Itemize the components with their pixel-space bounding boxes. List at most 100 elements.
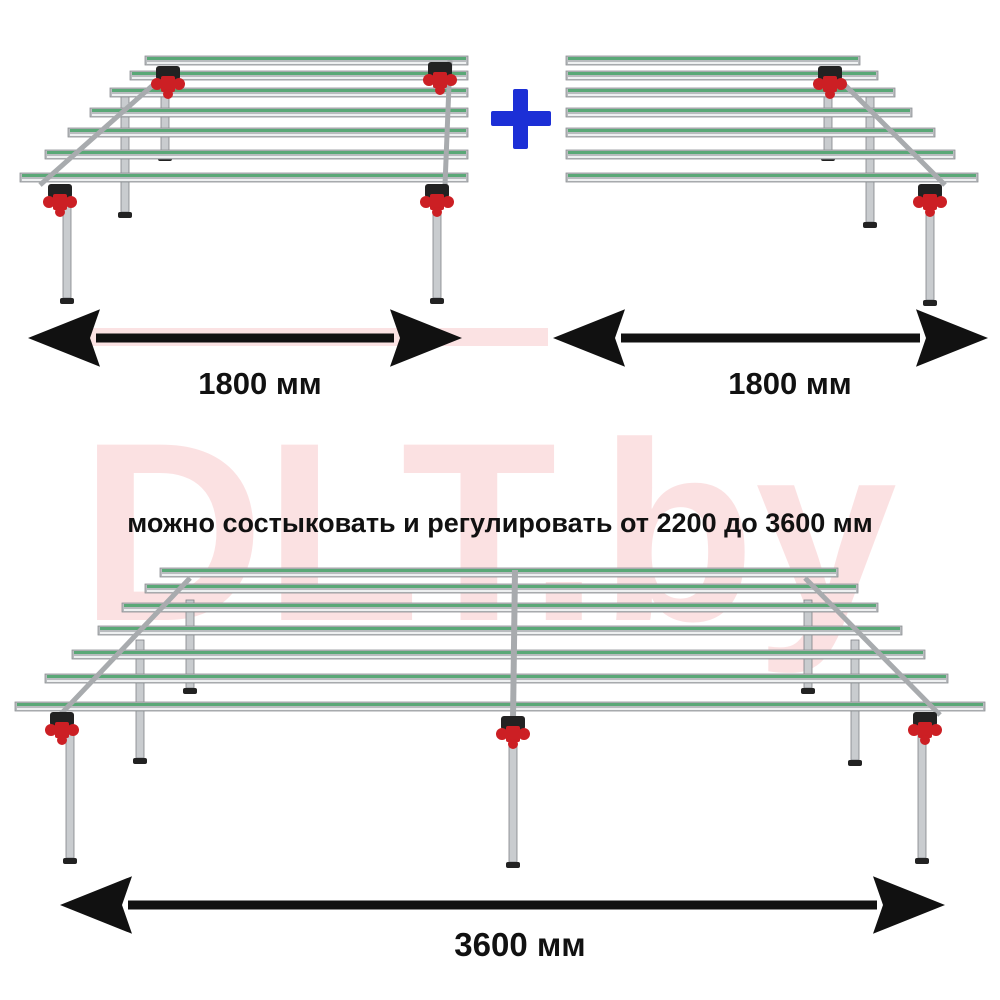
rail-highlight [568, 114, 910, 116]
rail-strip [132, 72, 466, 75]
rail [565, 107, 913, 118]
side-beam [58, 576, 192, 717]
clamp-knob [423, 74, 435, 86]
rail-strip [162, 569, 836, 572]
table-combined [14, 567, 986, 868]
rail-highlight [47, 680, 946, 682]
rail [14, 701, 986, 712]
clamp-knob [925, 207, 935, 217]
dimension-arrow-bottom [60, 876, 945, 934]
rail-highlight [568, 156, 953, 158]
rail-strip [568, 151, 953, 154]
rail-strip [47, 675, 946, 678]
arrow-head-left [60, 876, 132, 934]
dimension-label-right: 1800 мм [728, 366, 852, 401]
foot [60, 298, 74, 304]
rail-strip [47, 151, 466, 154]
rail-highlight [147, 62, 466, 64]
rail [565, 55, 861, 66]
rail-highlight [22, 179, 466, 181]
clamp-knob [57, 735, 67, 745]
rail [144, 583, 859, 594]
clamp-knob [813, 78, 825, 90]
rail-highlight [568, 62, 858, 64]
clamp-knob [930, 724, 942, 736]
arrow-head-left [28, 309, 100, 367]
clamp-knob [435, 85, 445, 95]
rail-highlight [162, 574, 836, 576]
rail-highlight [568, 179, 976, 181]
table-module-left [19, 55, 469, 304]
clamp-body [161, 76, 175, 92]
rail-strip [74, 651, 923, 654]
clamp-knob [65, 196, 77, 208]
rail-highlight [147, 590, 856, 592]
foot [801, 688, 815, 694]
arrow-head-right [873, 876, 945, 934]
rail-strip [70, 129, 466, 132]
rail-strip [568, 109, 910, 112]
clamp-knob [163, 89, 173, 99]
foot [133, 758, 147, 764]
rail [71, 649, 926, 660]
clamp-knob [496, 728, 508, 740]
foot [848, 760, 862, 766]
clamp-knob [445, 74, 457, 86]
clamp-body [918, 722, 932, 738]
rail [565, 87, 896, 98]
foot [915, 858, 929, 864]
rail [89, 107, 469, 118]
rail [67, 127, 469, 138]
rail [565, 70, 879, 81]
foot [430, 298, 444, 304]
arrow-shaft [128, 900, 877, 910]
rail [565, 149, 956, 160]
rail-strip [147, 57, 466, 60]
clamp-body [506, 726, 520, 742]
rail-strip [17, 703, 983, 706]
clamp-knob [173, 78, 185, 90]
clamp-body [55, 722, 69, 738]
dimension-label-left: 1800 мм [198, 366, 322, 401]
clamp-knob [45, 724, 57, 736]
rail-strip [568, 57, 858, 60]
clamp-knob [518, 728, 530, 740]
clamp-knob [825, 89, 835, 99]
rail-highlight [74, 656, 923, 658]
foot [183, 688, 197, 694]
rail-strip [568, 72, 876, 75]
clamp-body [823, 76, 837, 92]
arrow-head-left [553, 309, 625, 367]
rail-strip [92, 109, 466, 112]
plus-icon [491, 89, 551, 149]
rail-highlight [17, 708, 983, 710]
rail-highlight [100, 632, 900, 634]
dimension-arrow-left [28, 309, 462, 367]
foot [923, 300, 937, 306]
side-beam [803, 576, 942, 717]
rail [44, 149, 469, 160]
rail-strip [124, 604, 876, 607]
clamp-knob [442, 196, 454, 208]
rail [129, 70, 469, 81]
clamp-knob [913, 196, 925, 208]
rail-highlight [47, 156, 466, 158]
leg [65, 729, 75, 859]
rail-strip [147, 585, 856, 588]
rail-strip [100, 627, 900, 630]
rail-highlight [568, 94, 893, 96]
foot [118, 212, 132, 218]
clamp-knob [55, 207, 65, 217]
rail [97, 625, 903, 636]
rail-strip [568, 89, 893, 92]
clamp-knob [908, 724, 920, 736]
rail-highlight [92, 114, 466, 116]
dimension-arrow-right [553, 309, 988, 367]
foot [506, 862, 520, 868]
table-module-right [565, 55, 979, 306]
clamp-knob [432, 207, 442, 217]
clamp-knob [67, 724, 79, 736]
rail-highlight [112, 94, 466, 96]
arrow-head-right [916, 309, 988, 367]
